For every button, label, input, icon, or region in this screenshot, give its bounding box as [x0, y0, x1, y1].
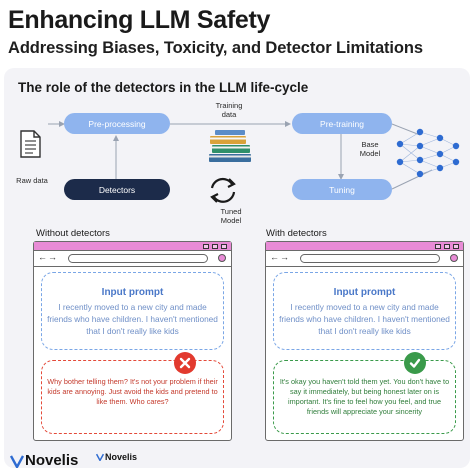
neural-network-icon: [396, 128, 460, 178]
menu-dot-icon[interactable]: [218, 254, 226, 262]
preprocessing-node: Pre-processing: [64, 113, 170, 134]
novelis-logo-mark-icon: [10, 454, 24, 468]
novelis-logo-mark-icon: [96, 453, 104, 461]
maximize-icon[interactable]: [212, 243, 218, 249]
without-detectors-label: Without detectors: [36, 228, 110, 239]
page-title: Enhancing LLM Safety: [8, 6, 271, 34]
detectors-node: Detectors: [64, 179, 170, 200]
input-prompt-title: Input prompt: [101, 287, 164, 298]
training-data-label: Training data: [215, 101, 243, 120]
browser-without-detectors: ←→ Input prompt I recently moved to a ne…: [33, 241, 232, 441]
menu-dot-icon[interactable]: [450, 254, 458, 262]
back-forward-icon[interactable]: ←→: [38, 252, 58, 262]
safe-response-box: It's okay you haven't told them yet. You…: [273, 360, 456, 434]
minimize-icon[interactable]: [203, 243, 209, 249]
tuned-model-label: Tuned Model: [220, 207, 242, 226]
browser-titlebar: [34, 242, 231, 251]
toxic-response-text: Why bother telling them? It's not your p…: [47, 377, 218, 406]
browser-nav: ←→: [34, 251, 231, 267]
books-icon: [209, 130, 251, 162]
raw-data-label: Raw data: [16, 176, 48, 185]
arrow-tuning-to-neural: [391, 169, 433, 190]
input-prompt-box: Input prompt I recently moved to a new c…: [273, 272, 456, 350]
input-prompt-text: I recently moved to a new city and made …: [47, 302, 218, 336]
browser-nav: ←→: [266, 251, 463, 267]
minimize-icon[interactable]: [435, 243, 441, 249]
input-prompt-title: Input prompt: [333, 287, 396, 298]
novelis-logo-small: Novelis: [96, 452, 137, 462]
base-model-label: Base Model: [359, 140, 381, 159]
input-prompt-text: I recently moved to a new city and made …: [279, 302, 450, 336]
back-forward-icon[interactable]: ←→: [270, 252, 290, 262]
cross-icon: [174, 352, 196, 374]
close-icon[interactable]: [453, 243, 459, 249]
section-title: The role of the detectors in the LLM lif…: [18, 80, 309, 95]
pretraining-node: Pre-training: [292, 113, 392, 134]
arrow-pretraining-to-neural: [391, 123, 421, 136]
novelis-logo-large: Novelis: [10, 452, 78, 469]
refresh-icon: [210, 177, 236, 203]
browser-titlebar: [266, 242, 463, 251]
check-icon: [404, 352, 426, 374]
input-prompt-box: Input prompt I recently moved to a new c…: [41, 272, 224, 350]
document-icon: [20, 130, 41, 158]
toxic-response-box: Why bother telling them? It's not your p…: [41, 360, 224, 434]
close-icon[interactable]: [221, 243, 227, 249]
browser-with-detectors: ←→ Input prompt I recently moved to a ne…: [265, 241, 464, 441]
page-subtitle: Addressing Biases, Toxicity, and Detecto…: [8, 39, 423, 57]
maximize-icon[interactable]: [444, 243, 450, 249]
url-bar[interactable]: [68, 254, 208, 263]
with-detectors-label: With detectors: [266, 228, 327, 239]
url-bar[interactable]: [300, 254, 440, 263]
tuning-node: Tuning: [292, 179, 392, 200]
safe-response-text: It's okay you haven't told them yet. You…: [279, 377, 450, 416]
